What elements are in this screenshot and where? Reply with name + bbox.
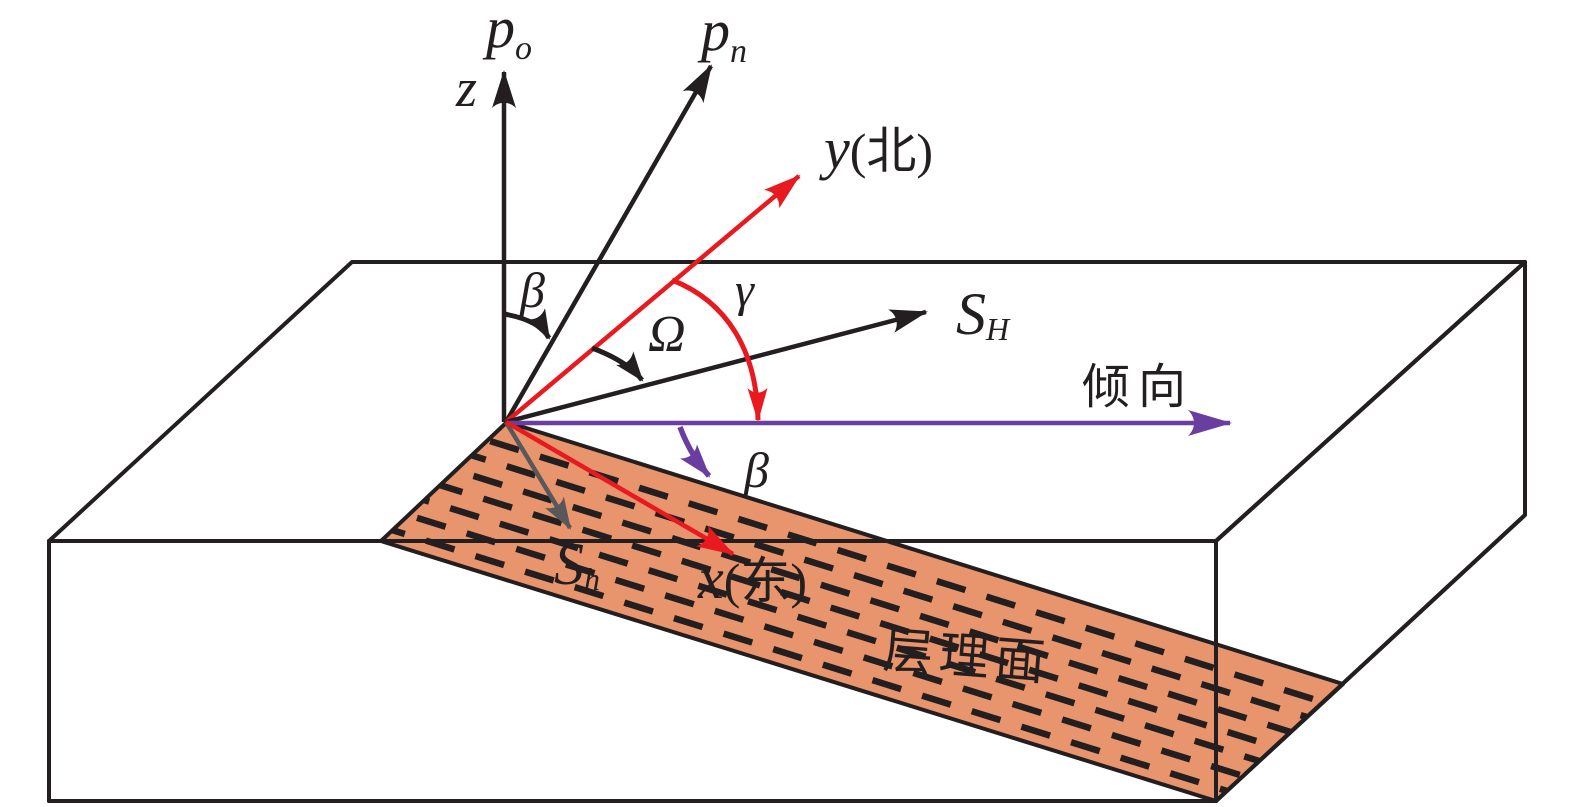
label-p-o: po: [482, 0, 532, 67]
beta-dip-angle-arc: [677, 426, 712, 478]
label-x-east: x(东): [697, 546, 807, 611]
label-bedding-plane: 层理面: [881, 622, 1053, 691]
bedding-lamination-dashes: [381, 422, 1343, 801]
omega-angle-arc: [591, 345, 644, 382]
label-beta-dip: β: [743, 442, 769, 498]
y-north-axis-arrow: [504, 174, 801, 424]
pn-axis-arrow: [504, 64, 713, 424]
label-p-n: pn: [697, 0, 747, 70]
label-s-h-max: SH: [956, 281, 1011, 347]
label-omega: Ω: [648, 306, 686, 363]
x-east-axis-arrow: [504, 420, 735, 556]
beta-wellbore-angle-arc: [503, 308, 552, 340]
sh-min-stress-arrow: [504, 420, 572, 530]
label-y-north: y(北): [819, 116, 933, 181]
label-beta-wellbore: β: [519, 262, 545, 318]
gamma-angle-arc: [671, 277, 768, 422]
label-dip-direction: 倾向: [1082, 361, 1194, 414]
sh-max-stress-arrow: [505, 309, 928, 425]
label-z-axis: z: [455, 58, 477, 118]
label-s-h-min: Sh: [554, 531, 600, 597]
label-gamma: γ: [735, 264, 755, 317]
block-edges-overlay: [47, 260, 1527, 803]
